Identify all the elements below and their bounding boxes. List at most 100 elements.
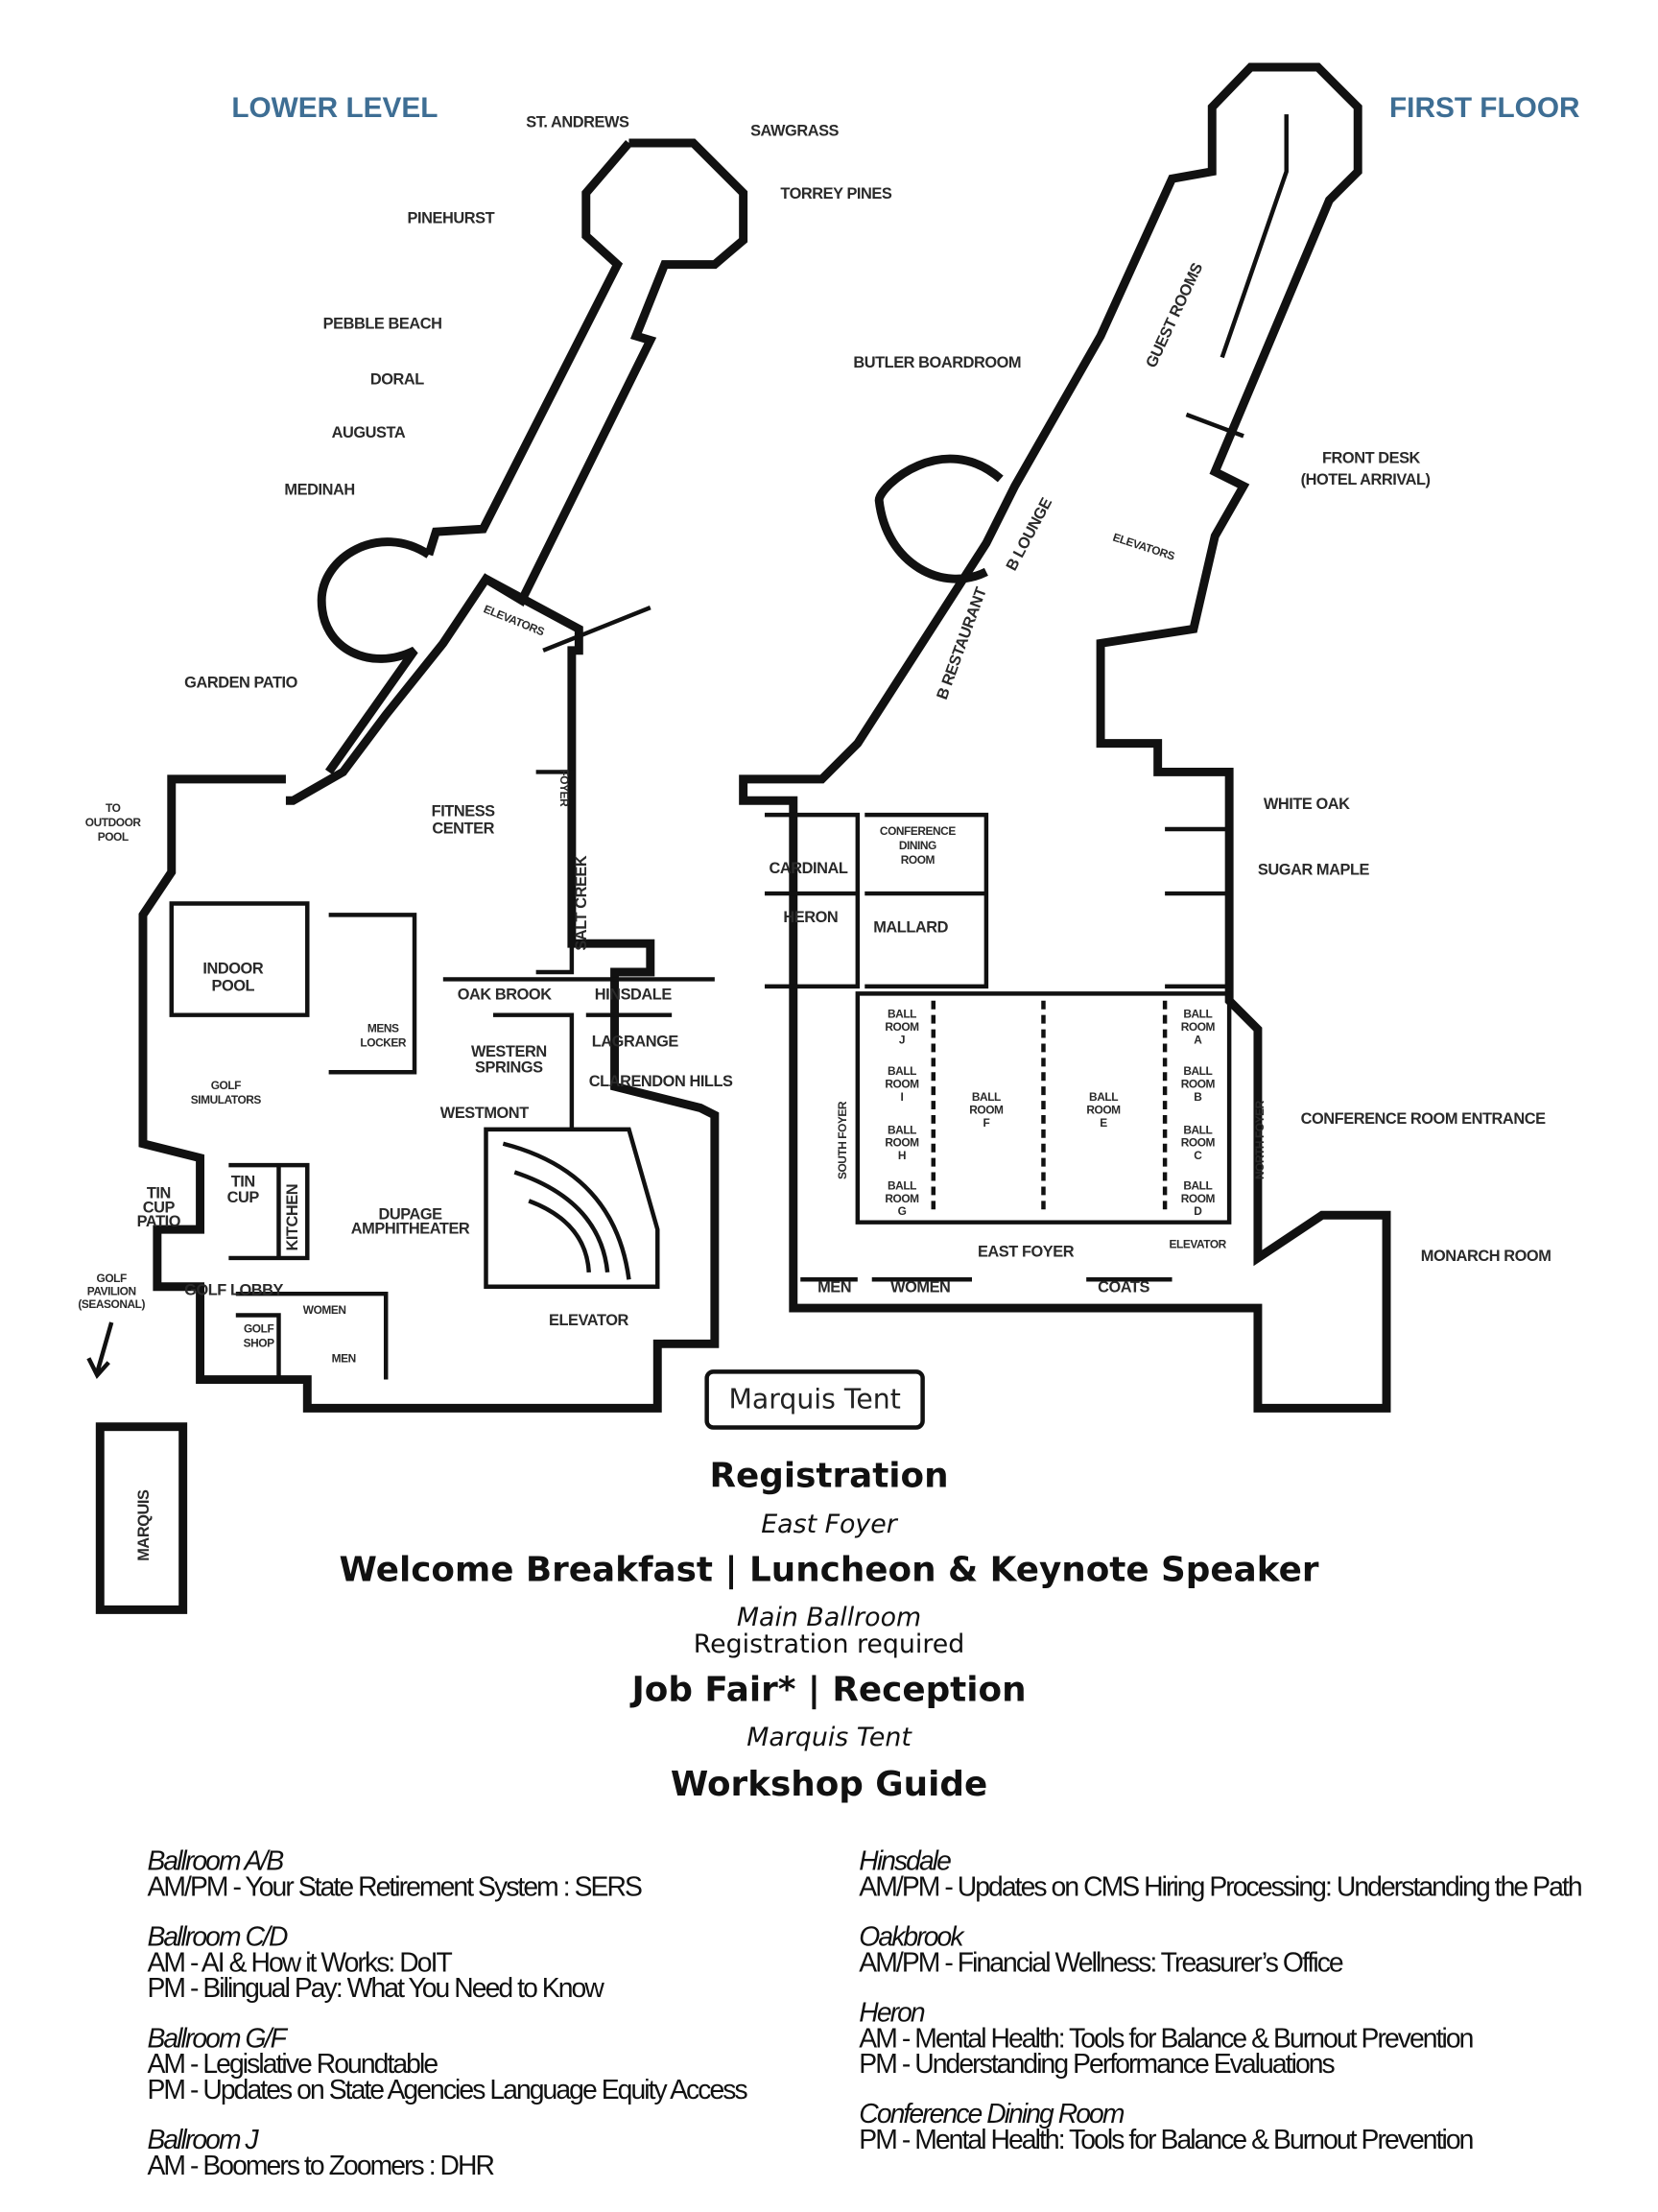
south-foyer: SOUTH FOYER: [836, 1101, 849, 1179]
room-pebble-beach: PEBBLE BEACH: [323, 316, 442, 333]
ballroom-a-label: ROOM: [1181, 1020, 1216, 1034]
workshop-session: AM - Legislative Roundtable: [147, 2050, 438, 2081]
ballroom-j-label: BALL: [888, 1008, 916, 1021]
room-kitchen: KITCHEN: [284, 1184, 301, 1251]
room-ff-elevators: ELEVATORS: [1111, 531, 1176, 563]
room-front-desk: FRONT DESK: [1322, 450, 1421, 467]
arrow-icon: [86, 1321, 114, 1380]
workshop-room-name: Ballroom A/B: [147, 1846, 284, 1877]
north-foyer: NORTH FOYER: [1253, 1100, 1267, 1179]
ballroom-i-label: I: [901, 1090, 904, 1104]
room-dupage: DUPAGE: [378, 1206, 442, 1224]
workshop-room-name: Ballroom C/D: [147, 1922, 288, 1953]
ballroom-e-label: E: [1100, 1116, 1107, 1130]
room-white-oak: WHITE OAK: [1264, 796, 1350, 813]
ballroom-b-label: ROOM: [1181, 1078, 1216, 1091]
ballroom-i-label: BALL: [888, 1064, 916, 1078]
workshop-guide-title: Workshop Guide: [670, 1764, 988, 1805]
workshop-session: PM - Understanding Performance Evaluatio…: [859, 2050, 1335, 2081]
room-women: WOMEN: [303, 1303, 346, 1317]
label-pool: POOL: [98, 830, 129, 844]
room-fitness: FITNESS: [432, 803, 496, 821]
room-garden-patio: GARDEN PATIO: [184, 675, 297, 692]
room-heron: HERON: [783, 909, 838, 926]
workshop-session: AM - Boomers to Zoomers : DHR: [147, 2151, 495, 2182]
event-note-breakfast: Registration required: [693, 1629, 965, 1660]
conf-dining-3: ROOM: [901, 853, 936, 867]
room-hinsdale: HINSDALE: [595, 986, 673, 1003]
workshop-room-name: Oakbrook: [859, 1922, 963, 1953]
room-butler-boardroom: BUTLER BOARDROOM: [853, 354, 1021, 371]
golf-shop-2: SHOP: [244, 1336, 274, 1349]
tin-cup-patio-2: CUP: [143, 1199, 176, 1216]
ballroom-g-label: G: [898, 1204, 907, 1218]
event-title-registration: Registration: [709, 1455, 949, 1496]
room-indoor: INDOOR: [202, 960, 263, 977]
workshop-session: AM - AI & How it Works: DoIT: [147, 1948, 452, 1979]
room-b-lounge: B LOUNGE: [1003, 495, 1055, 574]
room-b-restaurant: B RESTAURANT: [934, 585, 990, 702]
room-medinah: MEDINAH: [284, 481, 354, 498]
tin-cup-2: CUP: [227, 1189, 260, 1206]
first-floor-title: FIRST FLOOR: [1389, 92, 1580, 124]
tin-cup-1: TIN: [231, 1173, 255, 1190]
room-torrey-pines: TORREY PINES: [780, 185, 891, 202]
first-floor-walls: [739, 62, 1391, 1413]
room-monarch: MONARCH ROOM: [1421, 1248, 1551, 1265]
marquis-box: [95, 1422, 188, 1614]
room-mens: MENS: [367, 1022, 399, 1035]
room-sawgrass: SAWGRASS: [750, 123, 839, 140]
ballroom-d-label: ROOM: [1181, 1192, 1216, 1205]
room-ff-men: MEN: [817, 1279, 851, 1296]
room-doral: DORAL: [370, 371, 424, 389]
workshop-session: AM - Mental Health: Tools for Balance & …: [859, 2024, 1474, 2055]
label-to: TO: [106, 801, 121, 815]
marquis-label: MARQUIS: [135, 1489, 153, 1561]
room-amphitheater: AMPHITHEATER: [351, 1221, 470, 1238]
workshop-room-name: Ballroom G/F: [147, 2024, 286, 2055]
ballroom-e-label: ROOM: [1086, 1103, 1121, 1116]
room-oak-brook: OAK BROOK: [458, 986, 552, 1003]
workshop-session: AM/PM - Financial Wellness: Treasurer’s …: [859, 1948, 1343, 1979]
workshop-session: AM/PM - Your State Retirement System : S…: [147, 1872, 642, 1903]
event-location-registration: East Foyer: [761, 1510, 897, 1540]
golf-shop-1: GOLF: [244, 1321, 273, 1335]
room-elevator: ELEVATOR: [549, 1312, 628, 1329]
floor-plan-map: LOWER LEVEL FIRST FLOOR ST. ANDREWS SAWG…: [78, 62, 1580, 1614]
ballroom-labels: BALLROOMJBALLROOMIBALLROOMHBALLROOMGBALL…: [885, 1008, 1216, 1219]
ballroom-b-label: BALL: [1183, 1064, 1212, 1078]
room-western-springs: SPRINGS: [475, 1058, 543, 1076]
golf-pavilion-2: PAVILION: [87, 1285, 136, 1298]
ballroom-d-label: D: [1194, 1204, 1202, 1218]
workshop-room-name: Hinsdale: [859, 1846, 952, 1877]
ballroom-j-label: J: [899, 1033, 905, 1046]
workshop-session: PM - Bilingual Pay: What You Need to Kno…: [147, 1974, 604, 2005]
label-outdoor: OUTDOOR: [85, 816, 142, 829]
workshop-room-name: Heron: [859, 1998, 925, 2029]
ballroom-c-label: ROOM: [1181, 1136, 1216, 1150]
room-golf-simulators: SIMULATORS: [191, 1093, 262, 1106]
golf-pavilion-1: GOLF: [97, 1272, 127, 1285]
room-mens-locker: LOCKER: [360, 1035, 406, 1049]
golf-pavilion-3: (SEASONAL): [78, 1297, 145, 1311]
ballroom-f-label: ROOM: [969, 1103, 1004, 1116]
event-title-breakfast: Welcome Breakfast | Luncheon & Keynote S…: [339, 1549, 1319, 1590]
room-lagrange: LAGRANGE: [592, 1033, 679, 1050]
lower-level-walls: [95, 138, 748, 1614]
room-guest-rooms: GUEST ROOMS: [1143, 260, 1206, 370]
ballroom-g-label: ROOM: [885, 1192, 919, 1205]
room-ff-elevator: ELEVATOR: [1170, 1238, 1227, 1251]
ballroom-d-label: BALL: [1183, 1178, 1212, 1192]
ballroom-f-label: F: [983, 1116, 989, 1130]
room-st-andrews: ST. ANDREWS: [526, 114, 629, 131]
ballroom-c-label: BALL: [1183, 1123, 1212, 1136]
ballroom-c-label: C: [1194, 1149, 1202, 1162]
